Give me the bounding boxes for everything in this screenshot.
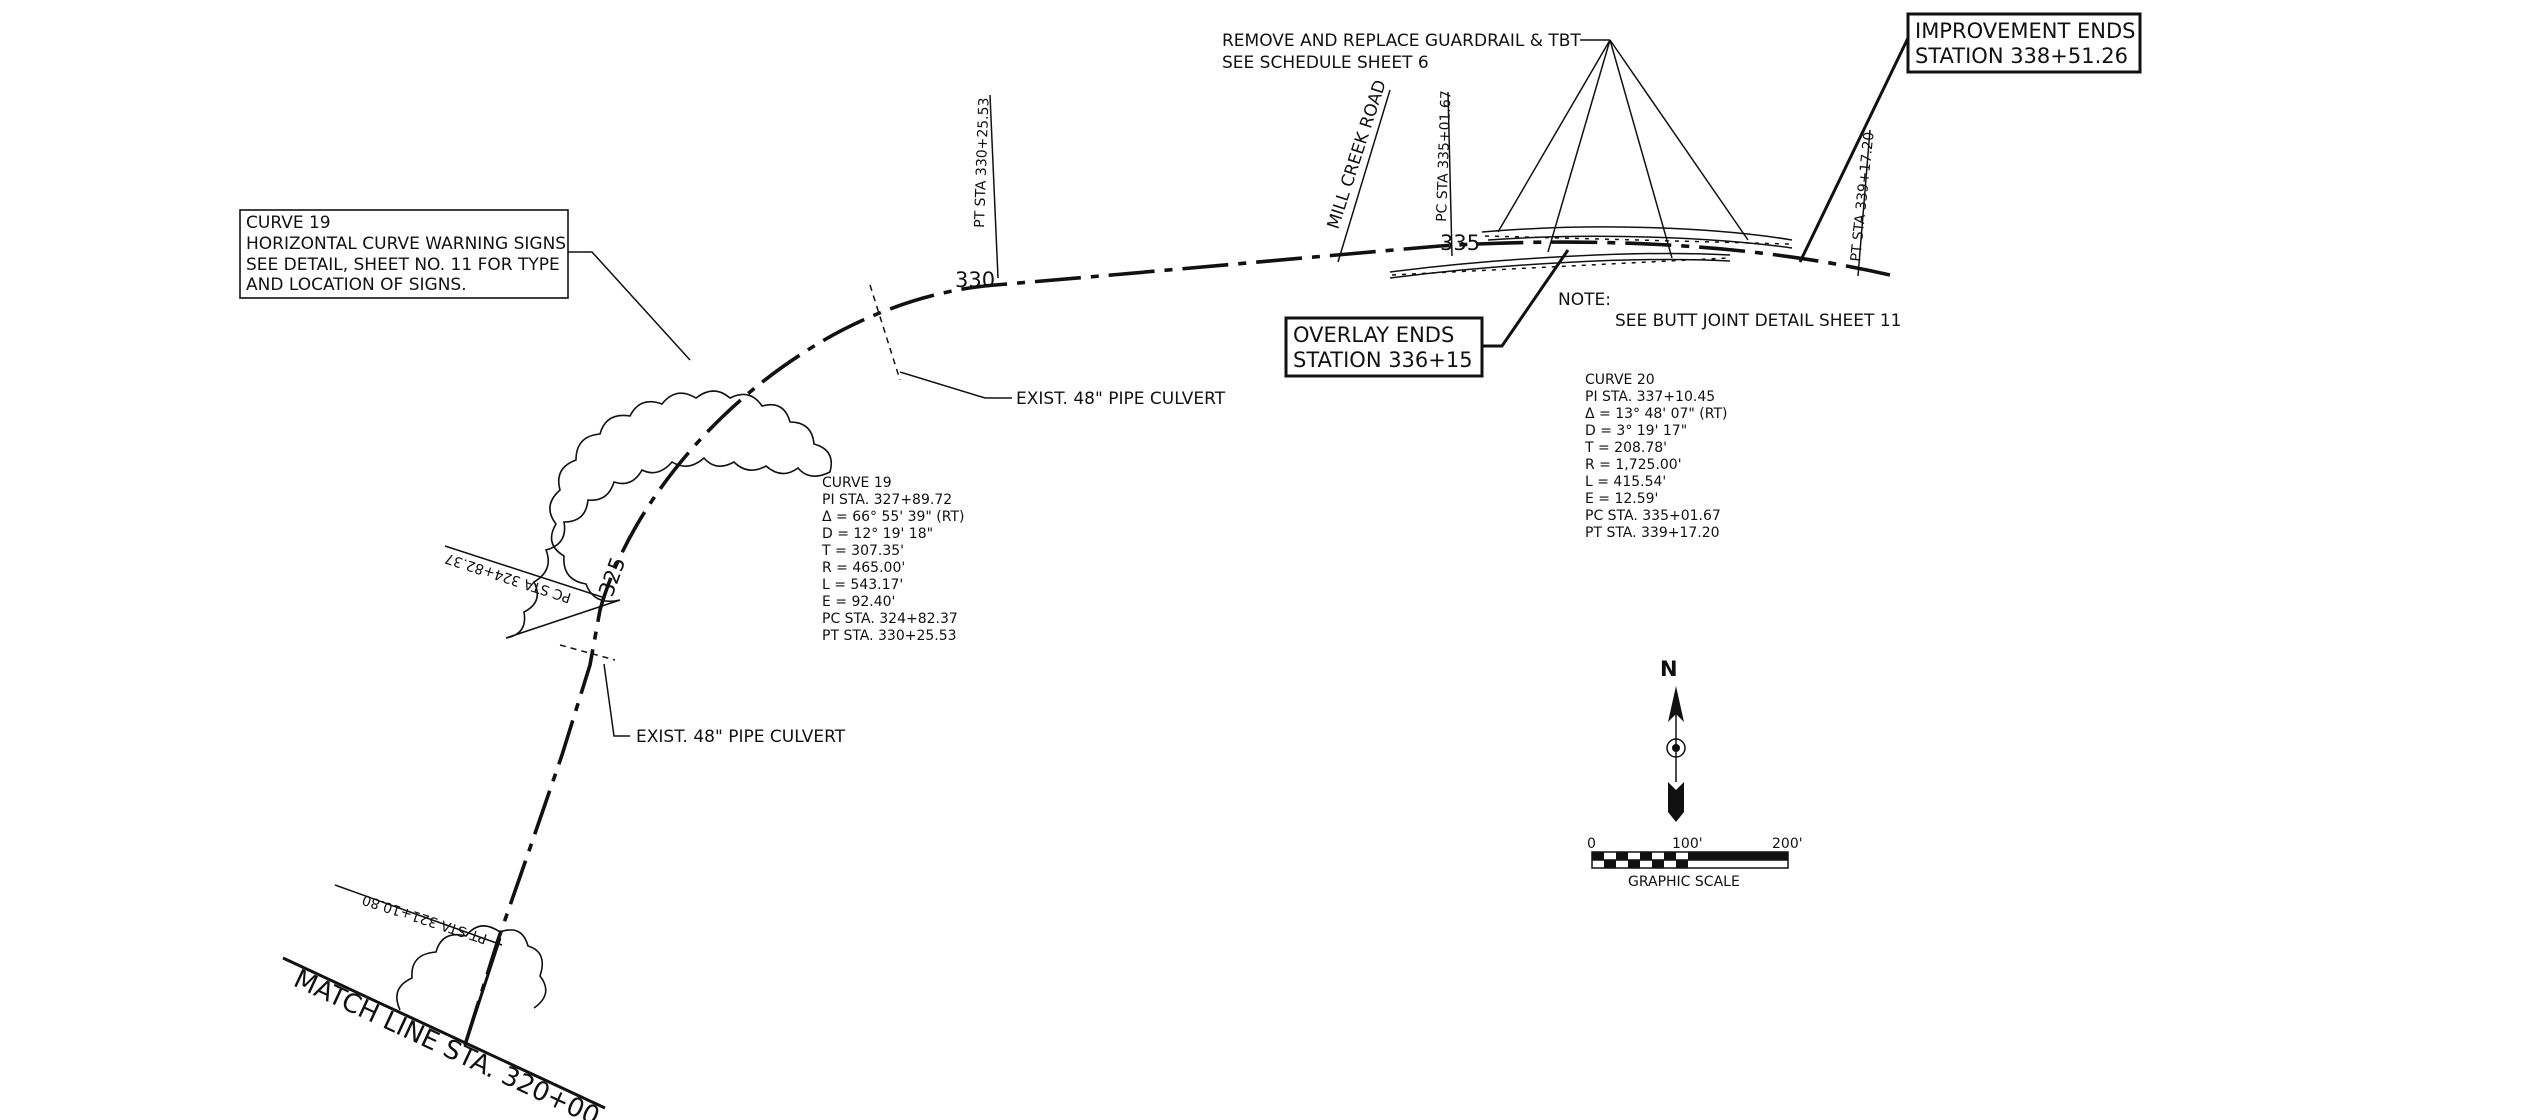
- culvert-lower-label: EXIST. 48" PIPE CULVERT: [636, 727, 846, 747]
- pt-330-label: PT STA 330+25.53: [972, 97, 993, 228]
- overlay-ends-line1: OVERLAY ENDS: [1293, 323, 1454, 347]
- improvement-ends-line2: STATION 338+51.26: [1915, 44, 2128, 68]
- improvement-ends-box: [1906, 12, 2142, 74]
- match-line: [282, 956, 606, 1110]
- butt-joint-note-text: SEE BUTT JOINT DETAIL SHEET 11: [1615, 311, 1901, 331]
- curve20-line: R = 1,725.00': [1585, 457, 1682, 473]
- curve19-line: PC STA. 324+82.37: [822, 611, 958, 627]
- curve19-line: R = 465.00': [822, 560, 905, 576]
- curve20-line: PI STA. 337+10.45: [1585, 389, 1715, 405]
- improvement-ends-line1: IMPROVEMENT ENDS: [1915, 19, 2135, 43]
- pc-335-tick: [1447, 91, 1453, 257]
- curve19-line: D = 12° 19' 18": [822, 526, 933, 542]
- station-325-label: 325: [594, 554, 630, 600]
- north-arrow-circle-icon: [1666, 738, 1686, 758]
- curve19-line: T = 307.35': [821, 543, 904, 559]
- pt-321-tick: [334, 884, 503, 946]
- culvert-lower-line: [559, 644, 616, 661]
- curve-signs-leader: [568, 251, 691, 361]
- guardrail-linework: [1389, 226, 1793, 279]
- north-arrow-tail-icon: [1668, 782, 1684, 822]
- curve20-line: PT STA. 339+17.20: [1585, 525, 1720, 541]
- match-line-label: MATCH LINE STA. 320+00: [289, 964, 604, 1120]
- curve20-data: CURVE 20 PI STA. 337+10.45 Δ = 13° 48' 0…: [1584, 372, 1727, 541]
- curve-signs-line: CURVE 19: [246, 213, 331, 233]
- curve-signs-box: [239, 209, 569, 299]
- pc-324-label: PC STA 324+82.37: [443, 550, 573, 606]
- overlay-ends-leader: [1482, 249, 1570, 348]
- guardrail-leaders: [1497, 39, 1749, 259]
- scale-label-100: 100': [1672, 836, 1703, 852]
- curve20-line: L = 415.54': [1585, 474, 1666, 490]
- curve19-line: E = 92.40': [822, 594, 895, 610]
- curve19-title: CURVE 19: [822, 475, 892, 491]
- culvert-upper-line: [869, 284, 901, 381]
- pt-330-tick: [989, 94, 999, 279]
- curve20-line: T = 208.78': [1584, 440, 1667, 456]
- culvert-upper-label: EXIST. 48" PIPE CULVERT: [1016, 389, 1226, 409]
- curve19-data: CURVE 19 PI STA. 327+89.72 Δ = 66° 55' 3…: [821, 475, 964, 644]
- north-label: N: [1660, 657, 1678, 681]
- scale-title: GRAPHIC SCALE: [1628, 874, 1740, 890]
- station-335-label: 335: [1440, 231, 1480, 255]
- curve20-line: E = 12.59': [1585, 491, 1658, 507]
- pt-339-tick: [1857, 129, 1871, 277]
- curve-signs-line: HORIZONTAL CURVE WARNING SIGNS: [246, 234, 566, 254]
- pt-321-label: PT STA 321+10.80: [360, 891, 489, 947]
- scale-label-200: 200': [1772, 836, 1803, 852]
- revision-cloud-curve19: [505, 390, 833, 639]
- guardrail-note-line1: REMOVE AND REPLACE GUARDRAIL & TBT: [1222, 31, 1581, 51]
- north-arrow-head-icon: [1668, 686, 1684, 722]
- curve19-line: PI STA. 327+89.72: [822, 492, 952, 508]
- improvement-ends-leader: [1798, 37, 1910, 263]
- curve19-line: L = 543.17': [822, 577, 903, 593]
- mill-creek-road-label: MILL CREEK ROAD: [1324, 78, 1391, 232]
- mill-creek-road-line: [1337, 89, 1391, 263]
- overlay-ends-box: [1284, 316, 1484, 378]
- culvert-upper-leader: [899, 371, 1012, 399]
- north-arrow: N: [1660, 657, 1686, 822]
- overlay-ends-line2: STATION 336+15: [1293, 348, 1473, 372]
- curve19-line: Δ = 66° 55' 39" (RT): [822, 509, 964, 525]
- curve20-line: PC STA. 335+01.67: [1585, 508, 1721, 524]
- culvert-lower-leader: [603, 663, 630, 737]
- graphic-scale: 0 100' 200' GRAPHIC SCALE: [1587, 836, 1803, 890]
- pc-335-label: PC STA 335+01.67: [1434, 90, 1455, 222]
- guardrail-note-line2: SEE SCHEDULE SHEET 6: [1222, 53, 1429, 73]
- butt-joint-note-label: NOTE:: [1558, 290, 1611, 310]
- curve19-line: PT STA. 330+25.53: [822, 628, 957, 644]
- curve20-line: Δ = 13° 48' 07" (RT): [1585, 406, 1727, 422]
- station-330-label: 330: [955, 268, 995, 292]
- pc-324-tick: [444, 545, 606, 599]
- curve20-title: CURVE 20: [1585, 372, 1655, 388]
- curve20-line: D = 3° 19' 17": [1585, 423, 1687, 439]
- scale-label-0: 0: [1587, 836, 1596, 852]
- centerline-extension: [463, 937, 502, 1046]
- roadway-centerline: [463, 240, 1891, 1046]
- curve-signs-line: SEE DETAIL, SHEET NO. 11 FOR TYPE: [246, 255, 560, 275]
- revision-cloud-lower: [396, 925, 547, 1011]
- curve-signs-line: AND LOCATION OF SIGNS.: [246, 275, 467, 295]
